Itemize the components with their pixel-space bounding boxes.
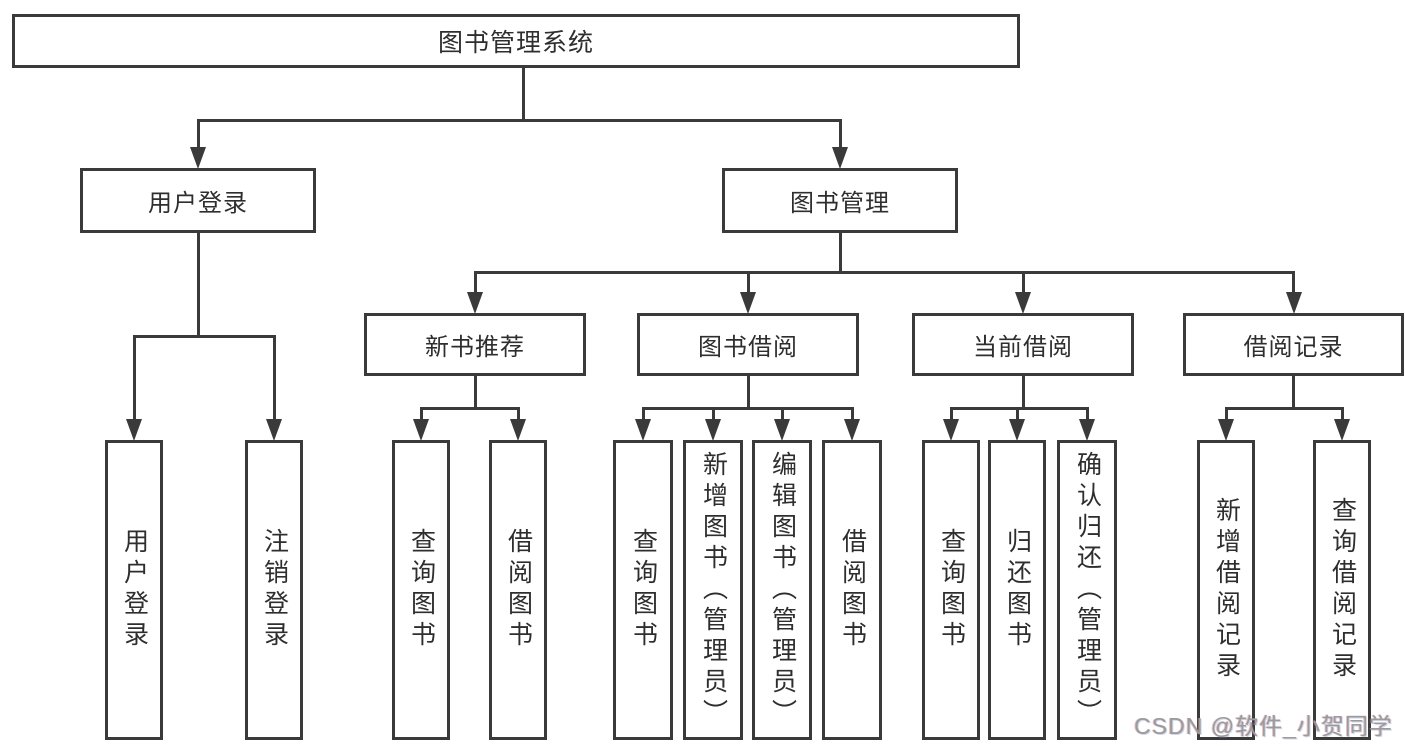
node-leaf-logout: 注销登录 [245, 440, 303, 740]
arrow-down-icon [740, 292, 756, 314]
node-label: 新增借阅记录 [1212, 497, 1241, 683]
node-label: 借阅记录 [1243, 334, 1344, 361]
node-leaf-login: 用户登录 [105, 440, 163, 740]
node-leaf-query-book-3: 查询图书 [922, 440, 980, 740]
connector-line-vertical [949, 408, 953, 419]
node-label: 图书借阅 [698, 334, 798, 361]
node-label: 查询图书 [629, 528, 658, 652]
connector-line-horizontal [949, 406, 1089, 410]
node-leaf-add-record: 新增借阅记录 [1197, 440, 1255, 740]
connector-line-vertical [746, 272, 750, 292]
connector-line-vertical [1021, 376, 1025, 408]
connector-line-vertical [516, 408, 520, 419]
node-leaf-edit-book: 编辑图书（管理员） [752, 440, 812, 740]
connector-line-vertical [473, 272, 477, 292]
node-book-mgmt: 图书管理 [722, 168, 958, 233]
node-leaf-borrow-book-1: 借阅图书 [489, 440, 547, 740]
connector-line-horizontal [196, 118, 842, 122]
node-current-borrow: 当前借阅 [912, 313, 1134, 376]
node-label: 借阅图书 [504, 528, 533, 652]
csdn-watermark: CSDN @软件_小贺同学 [1134, 713, 1393, 739]
arrow-down-icon [943, 419, 959, 441]
connector-line-vertical [1085, 408, 1089, 419]
connector-line-vertical [272, 336, 276, 419]
node-leaf-add-book: 新增图书（管理员） [683, 440, 743, 740]
connector-line-vertical [1292, 376, 1295, 408]
connector-line-vertical [1224, 408, 1228, 419]
arrow-down-icon [413, 419, 429, 441]
node-label: 当前借阅 [973, 334, 1073, 361]
node-leaf-borrow-book-2: 借阅图书 [822, 440, 882, 740]
connector-line-vertical [132, 336, 136, 419]
arrow-down-icon [1009, 419, 1025, 441]
connector-line-vertical [1015, 408, 1019, 419]
connector-line-vertical [711, 408, 715, 419]
node-label: 新书推荐 [425, 334, 525, 361]
node-book-borrow: 图书借阅 [637, 313, 859, 376]
connector-line-horizontal [641, 406, 854, 410]
arrow-down-icon [844, 419, 860, 441]
connector-line-vertical [641, 408, 645, 419]
arrow-down-icon [832, 147, 848, 169]
arrow-down-icon [705, 419, 721, 441]
node-leaf-query-record: 查询借阅记录 [1313, 440, 1371, 740]
arrow-down-icon [190, 147, 206, 169]
arrow-down-icon [635, 419, 651, 441]
node-label: 图书管理 [790, 190, 890, 217]
node-label: 用户登录 [148, 190, 248, 217]
arrow-down-icon [1015, 292, 1031, 314]
node-root: 图书管理系统 [12, 14, 1020, 68]
node-label: 编辑图书（管理员） [768, 450, 797, 730]
connector-line-horizontal [419, 406, 520, 410]
node-label: 查询图书 [407, 528, 436, 652]
arrow-down-icon [266, 419, 282, 441]
node-leaf-confirm-return: 确认归还（管理员） [1057, 440, 1117, 740]
connector-line-vertical [838, 233, 842, 272]
connector-line-vertical [850, 408, 854, 419]
node-user-login: 用户登录 [80, 168, 316, 233]
node-label: 借阅图书 [838, 528, 867, 652]
connector-line-vertical [196, 233, 200, 336]
connector-line-horizontal [473, 270, 1295, 274]
arrow-down-icon [1285, 292, 1302, 314]
connector-line-vertical [780, 408, 784, 419]
connector-line-vertical [521, 68, 525, 120]
arrow-down-icon [126, 419, 142, 441]
node-new-book-rec: 新书推荐 [364, 313, 586, 376]
node-label: 用户登录 [120, 528, 149, 652]
node-label: 图书管理系统 [437, 29, 594, 57]
node-label: 新增图书（管理员） [699, 450, 728, 730]
node-label: 确认归还（管理员） [1073, 450, 1102, 730]
connector-line-vertical [1021, 272, 1025, 292]
connector-line-vertical [473, 376, 477, 408]
node-label: 归还图书 [1003, 528, 1032, 652]
node-label: 查询图书 [937, 528, 966, 652]
arrow-down-icon [467, 292, 483, 314]
node-borrow-records: 借阅记录 [1183, 313, 1404, 376]
connector-line-vertical [1340, 408, 1344, 419]
node-leaf-query-book-1: 查询图书 [392, 440, 450, 740]
connector-line-vertical [1292, 272, 1295, 292]
connector-line-vertical [196, 120, 200, 147]
node-leaf-query-book-2: 查询图书 [613, 440, 673, 740]
arrow-down-icon [1079, 419, 1095, 441]
arrow-down-icon [510, 419, 526, 441]
arrow-down-icon [774, 419, 790, 441]
node-label: 查询借阅记录 [1328, 497, 1357, 683]
arrow-down-icon [1218, 419, 1234, 441]
arrow-down-icon [1334, 419, 1350, 441]
connector-line-vertical [838, 120, 842, 147]
node-label: 注销登录 [260, 528, 289, 652]
connector-line-horizontal [132, 334, 276, 338]
connector-line-vertical [419, 408, 423, 419]
node-leaf-return-book: 归还图书 [988, 440, 1046, 740]
connector-line-horizontal [1224, 406, 1344, 410]
connector-line-vertical [746, 376, 750, 408]
